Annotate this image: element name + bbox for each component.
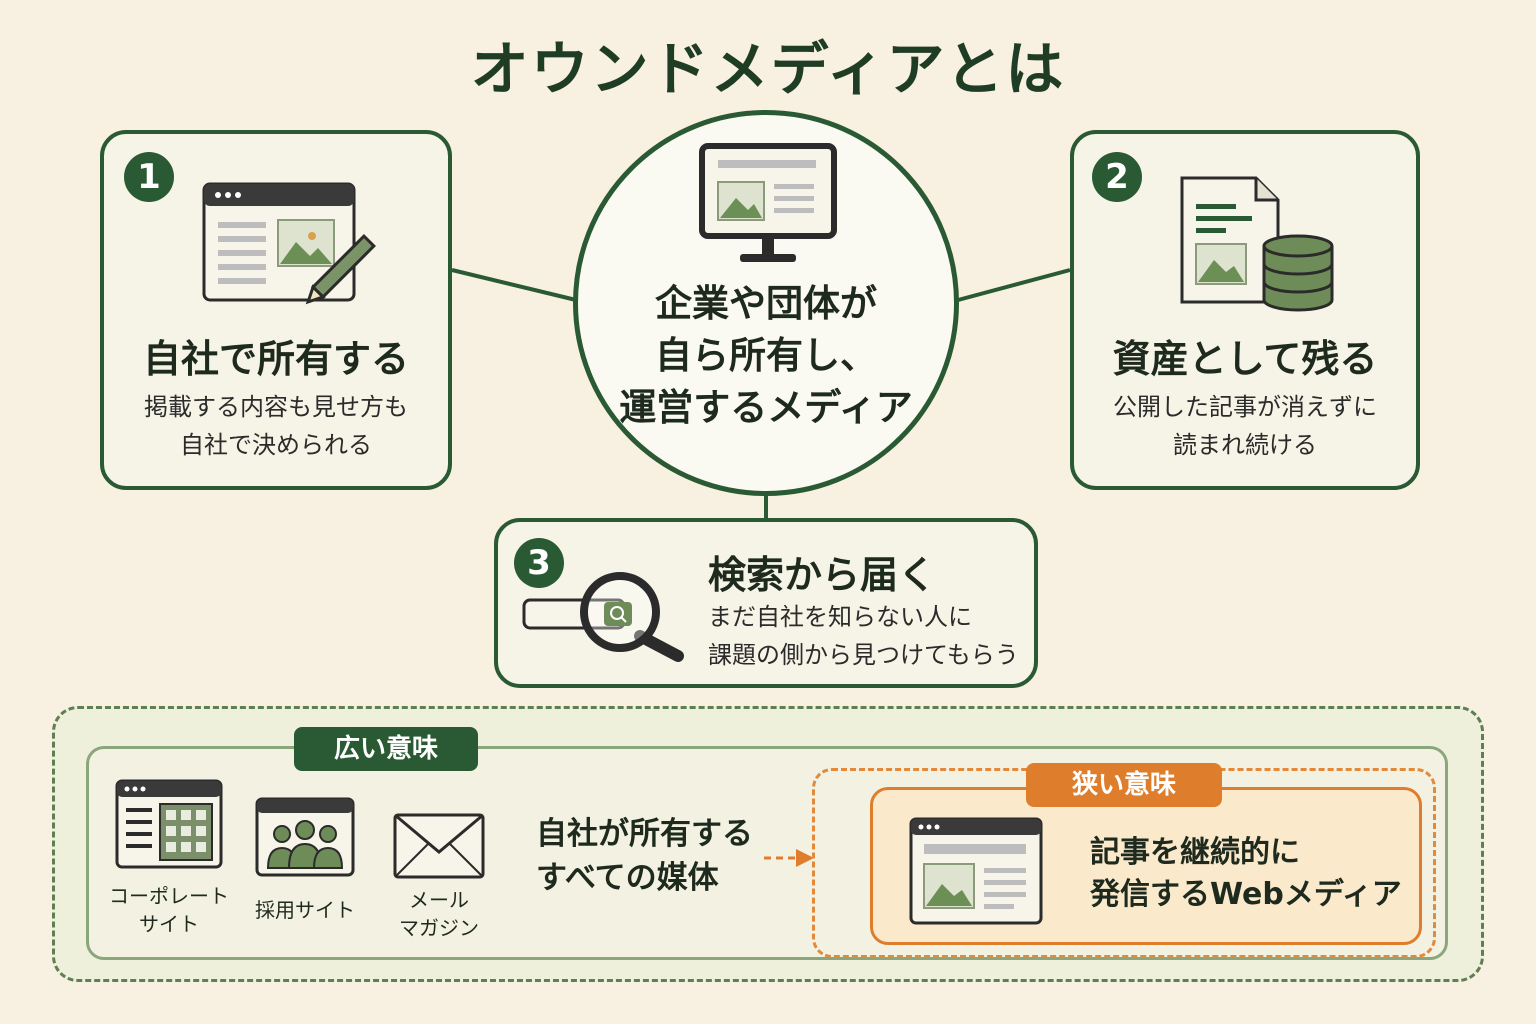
broad-meaning-text: 自社が所有する すべての媒体 [536, 812, 753, 900]
corporate-site-icon [115, 779, 223, 869]
media-label-line: コーポレート [109, 884, 229, 908]
desc-line: 公開した記事が消えずに [1113, 393, 1377, 421]
desc-line: 掲載する内容も見せ方も [144, 393, 408, 421]
media-label-line: メール [409, 888, 469, 912]
card-desc-asset: 公開した記事が消えずに 読まれ続ける [1070, 388, 1420, 464]
connector-right [957, 268, 1071, 302]
number-badge-3: 3 [514, 538, 564, 588]
number-badge-1: 1 [124, 152, 174, 202]
card-desc-search: まだ自社を知らない人に 課題の側から見つけてもらう [708, 598, 1019, 674]
card-desc-own: 掲載する内容も見せ方も 自社で決められる [100, 388, 452, 464]
narrow-meaning-tag: 狭い意味 [1026, 763, 1222, 807]
media-label-line: 採用サイト [255, 898, 355, 922]
mail-icon [393, 813, 485, 879]
connector-left [451, 268, 577, 302]
media-label-recruit: 採用サイト [240, 896, 370, 924]
desc-line: まだ自社を知らない人に [708, 603, 972, 631]
search-icon [522, 572, 684, 662]
web-media-icon [909, 817, 1043, 925]
recruit-site-icon [255, 797, 355, 877]
narrow-text-line: 発信するWebメディア [1090, 877, 1402, 912]
broad-meaning-tag: 広い意味 [294, 727, 478, 771]
monitor-icon [699, 143, 837, 262]
center-line: 企業や団体が [655, 282, 877, 325]
desc-line: 読まれ続ける [1173, 431, 1317, 459]
broad-text-line: 自社が所有する [536, 816, 753, 852]
card-title-own: 自社で所有する [142, 337, 409, 381]
center-definition-text: 企業や団体が 自ら所有し、 運営するメディア [573, 278, 959, 434]
desc-line: 課題の側から見つけてもらう [708, 641, 1019, 669]
center-line: 運営するメディア [619, 386, 913, 429]
desc-line: 自社で決められる [180, 431, 372, 459]
broad-text-line: すべての媒体 [536, 860, 719, 896]
media-label-line: サイト [139, 912, 199, 936]
card-title-search: 検索から届く [708, 553, 937, 597]
page-title: オウンドメディアとは [470, 35, 1066, 103]
arrow-right-icon [764, 849, 814, 867]
media-label-corporate: コーポレート サイト [104, 882, 234, 938]
number-badge-2: 2 [1092, 152, 1142, 202]
narrow-meaning-text: 記事を継続的に 発信するWebメディア [1090, 832, 1402, 916]
narrow-text-line: 記事を継続的に [1090, 835, 1300, 870]
center-line: 自ら所有し、 [655, 334, 877, 377]
document-database-icon [1180, 176, 1334, 312]
browser-edit-icon [202, 182, 376, 305]
media-label-line: マガジン [399, 916, 479, 940]
media-label-mail: メール マガジン [374, 886, 504, 942]
card-title-asset: 資産として残る [1112, 337, 1378, 381]
